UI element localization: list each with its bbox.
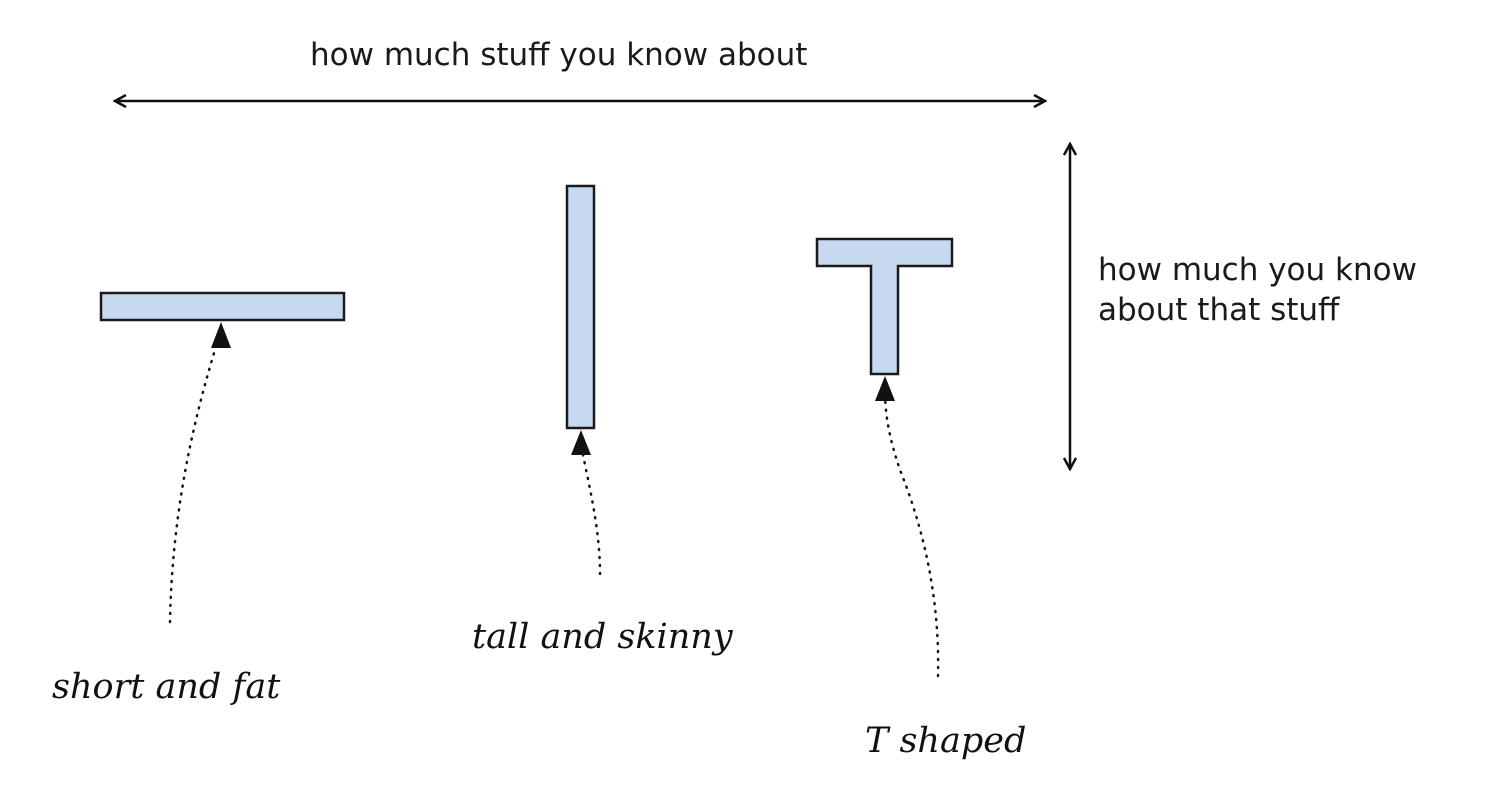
tall-and-skinny-pointer-line [580, 448, 602, 576]
horizontal-axis-label: how much stuff you know about [310, 37, 807, 73]
short-and-fat-pointer-line [168, 338, 220, 624]
t-shaped-arrowhead [875, 376, 895, 401]
vertical-axis-label-line1: how much you know [1098, 252, 1417, 288]
tall-and-skinny-label: tall and skinny [472, 617, 734, 657]
vertical-axis-label-line2: about that stuff [1098, 292, 1340, 328]
t-shaped-pointer-line [883, 394, 940, 678]
tall-and-skinny-arrowhead [571, 430, 591, 455]
short-and-fat-label: short and fat [52, 667, 281, 707]
short-and-fat-arrowhead [211, 322, 231, 348]
t-shaped-shape [815, 237, 954, 376]
t-shaped-label: T shaped [865, 721, 1026, 761]
tall-and-skinny-shape [565, 184, 596, 430]
short-and-fat-shape [99, 291, 346, 322]
